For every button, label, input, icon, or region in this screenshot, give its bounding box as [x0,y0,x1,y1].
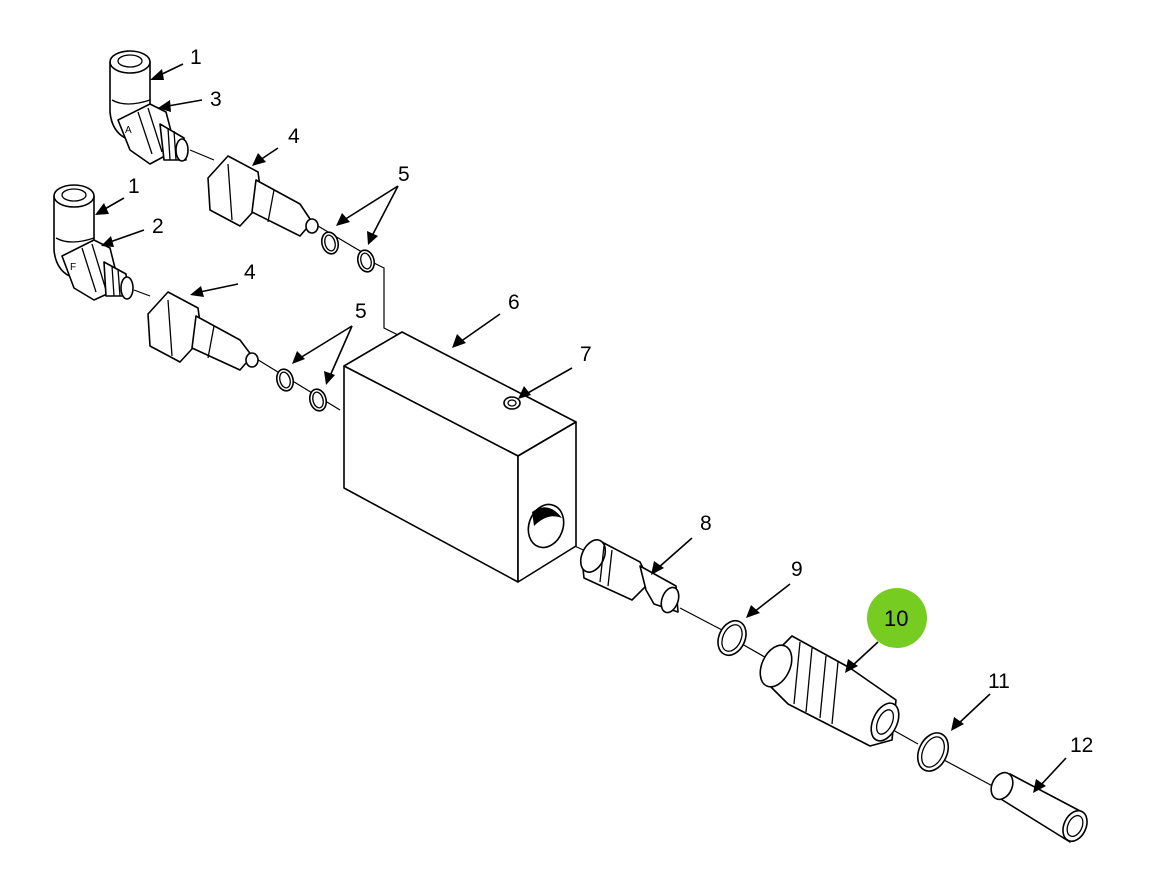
callout-1-upper: 1 [190,46,202,69]
sleeve-part-12 [990,771,1088,843]
o-rings-lower [275,368,328,412]
elbow-marking-a: A [125,125,132,136]
callout-6: 6 [508,291,520,314]
callout-8: 8 [700,512,712,535]
elbow-marking-f: F [70,262,76,273]
callout-12: 12 [1070,734,1093,757]
elbow-fitting-lower: F [53,184,134,301]
callout-5-lower: 5 [355,300,367,323]
callout-2: 2 [152,215,164,238]
o-ring-11 [916,732,950,772]
highlight-circle [867,588,927,648]
callout-labels: 1 3 4 5 1 2 4 5 6 7 8 9 10 11 12 [128,46,1093,757]
check-valve-insert [579,539,680,614]
leader-lines [95,63,1067,793]
callout-10: 10 [884,606,908,631]
o-rings-upper [320,231,376,273]
callout-7: 7 [580,343,592,366]
nipple-upper [207,155,319,237]
cartridge-part-10 [759,635,900,747]
nipple-lower [147,291,259,371]
callout-4-upper: 4 [288,125,300,148]
callout-1-lower: 1 [128,175,140,198]
elbow-fitting-upper: A [109,50,189,165]
manifold-block [343,331,577,583]
callout-5-upper: 5 [398,163,410,186]
o-ring-9 [717,619,747,657]
callout-11: 11 [988,670,1010,693]
callout-3: 3 [210,88,222,111]
callout-4-lower: 4 [244,261,256,284]
callout-9: 9 [791,558,803,581]
